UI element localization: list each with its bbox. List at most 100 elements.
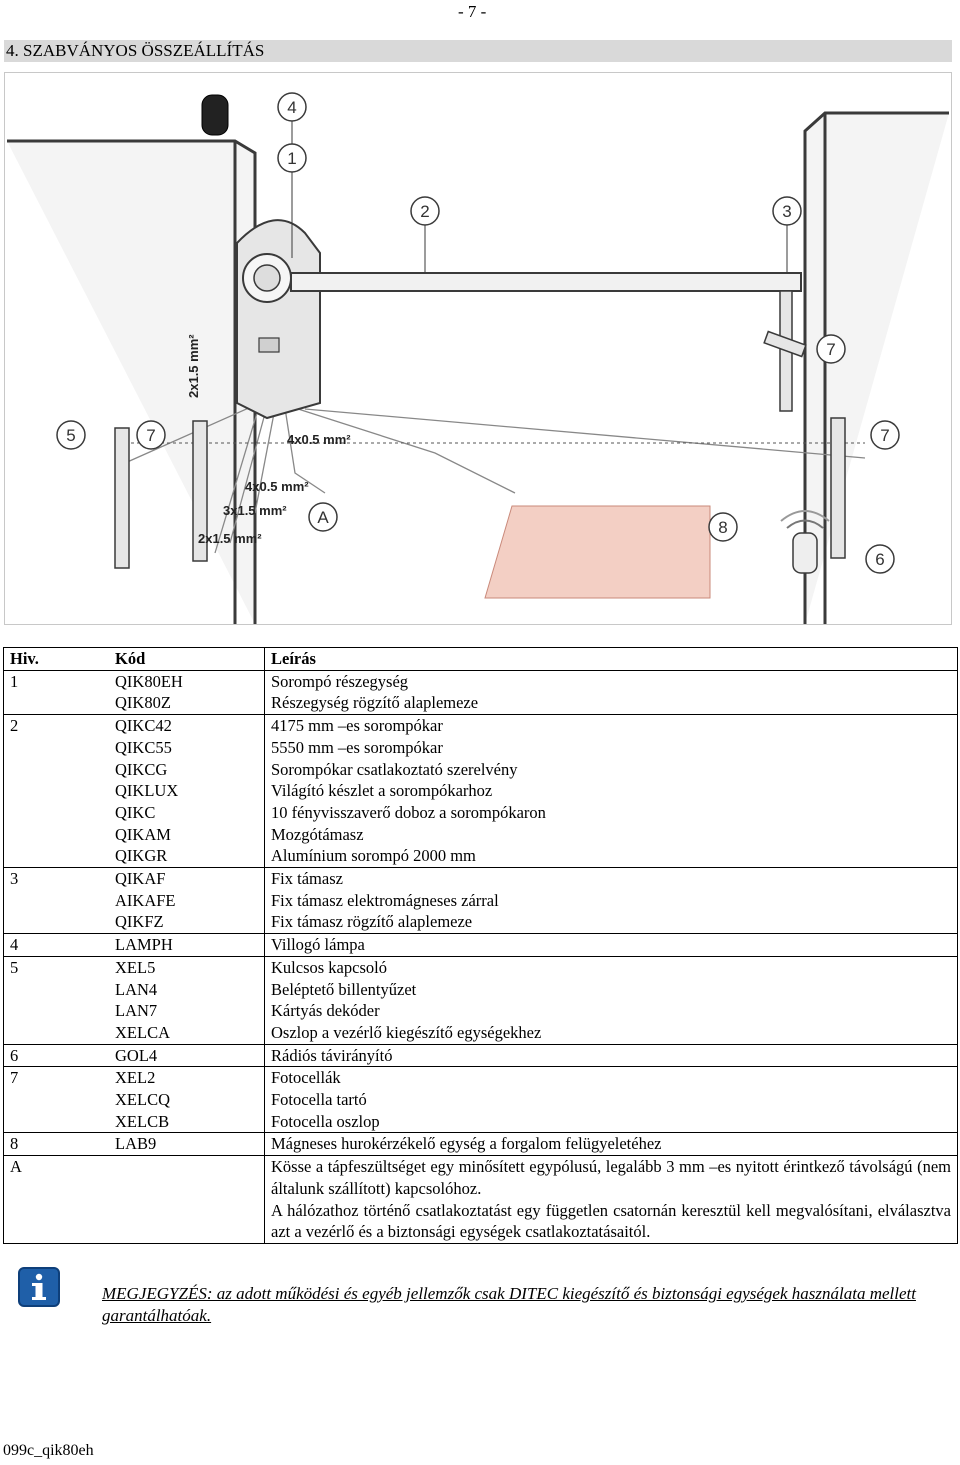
section-title: 4. SZABVÁNYOS ÖSSZEÁLLÍTÁS: [4, 40, 952, 62]
ref-cell: [4, 759, 92, 781]
table-row: XELCB Fotocella oszlop: [4, 1110, 958, 1133]
callout-7-far-right: 7: [880, 426, 889, 445]
description-cell: 10 fényvisszaverő doboz a sorompókaron: [271, 802, 546, 822]
description-cell: Kártyás dekóder: [271, 1001, 380, 1021]
description-cell: Kulcsos kapcsoló: [264, 955, 958, 979]
ref-cell: [4, 737, 92, 759]
code-cell: LAN4: [91, 978, 265, 1001]
table-row: LAN7 Kártyás dekóder: [4, 1000, 958, 1022]
ref-cell: 3: [3, 867, 91, 890]
ref-cell: 1: [3, 669, 91, 693]
code-cell: QIKAF: [91, 867, 265, 890]
ref-cell: [4, 692, 92, 714]
callout-A: A: [317, 508, 329, 527]
callout-8: 8: [718, 518, 727, 537]
description-cell: Sorompó részegység: [264, 669, 958, 693]
code-cell: GOL4: [91, 1043, 265, 1067]
callout-6: 6: [875, 550, 884, 569]
ref-cell: [4, 1089, 92, 1111]
description-cell: 4175 mm –es sorompókar: [264, 714, 958, 737]
header-desc: Leírás: [264, 647, 958, 671]
code-cell: XELCA: [91, 1021, 265, 1045]
table-row: A hálózathoz történő csatlakoztatást egy…: [4, 1199, 958, 1244]
table-row: XELCA Oszlop a vezérlő kiegészítő egysége…: [4, 1021, 958, 1045]
table-row: QIK80Z Részegység rögzítő alaplemeze: [4, 692, 958, 715]
code-cell: AIKAFE: [91, 889, 265, 912]
code-cell: XEL5: [91, 955, 265, 979]
page-number: - 7 -: [458, 2, 487, 21]
code-cell: QIKC55: [91, 736, 265, 759]
code-cell: QIKAM: [91, 823, 265, 846]
code-cell: LAB9: [91, 1132, 265, 1156]
ref-cell: [4, 845, 92, 867]
description-cell: Rádiós távirányító: [264, 1043, 958, 1067]
header-ref: Hiv.: [3, 647, 91, 671]
code-cell: XELCQ: [91, 1089, 265, 1111]
ref-cell: [4, 802, 92, 824]
description-cell: Villogó lámpa: [264, 933, 958, 957]
ref-cell: [4, 824, 92, 846]
code-cell: QIKFZ: [91, 911, 265, 934]
note-text: MEGJEGYZÉS: az adott működési és egyéb j…: [102, 1284, 916, 1325]
callout-3: 3: [782, 202, 791, 221]
description-cell: Fix támasz elektromágneses zárral: [271, 890, 499, 910]
description-cell: Alumínium sorompó 2000 mm: [271, 846, 476, 866]
ref-cell: [4, 979, 92, 1001]
table-row: QIKC55 5550 mm –es sorompókar: [4, 736, 958, 759]
code-cell: XEL2: [91, 1066, 265, 1090]
description-cell: A hálózathoz történő csatlakoztatást egy…: [271, 1200, 951, 1242]
ref-cell: [4, 1200, 92, 1244]
code-cell: XELCB: [91, 1110, 265, 1133]
ref-cell: 2: [3, 714, 91, 737]
description-cell: Fotocella tartó: [271, 1090, 367, 1110]
table-row: QIKFZ Fix támasz rögzítő alaplemeze: [4, 911, 958, 934]
description-cell: Fix támasz: [264, 867, 958, 890]
code-cell: QIK80Z: [91, 692, 265, 715]
code-cell: QIKC42: [91, 714, 265, 737]
description-cell: Fotocella oszlop: [271, 1111, 380, 1131]
callout-4: 4: [287, 98, 296, 117]
table-row: LAN4 Beléptető billentyűzet: [4, 978, 958, 1001]
cable-label: 2x1.5 mm²: [186, 334, 201, 398]
ref-cell: [4, 890, 92, 912]
description-cell: Fotocellák: [264, 1066, 958, 1090]
ref-cell: A: [3, 1155, 91, 1200]
table-row: QIKAM Mozgótámasz: [4, 823, 958, 846]
header-code: Kód: [91, 647, 265, 671]
ref-cell: 6: [3, 1043, 91, 1067]
cable-label: 2x1.5 mm²: [198, 531, 262, 546]
description-cell: Mozgótámasz: [271, 824, 364, 844]
ref-cell: [4, 911, 92, 933]
code-cell: QIK80EH: [91, 669, 265, 693]
description-cell: Fix támasz rögzítő alaplemeze: [271, 912, 473, 932]
table-row: AIKAFE Fix támasz elektromágneses zárral: [4, 889, 958, 912]
description-cell: Beléptető billentyűzet: [271, 979, 417, 999]
code-cell: LAN7: [91, 1000, 265, 1022]
ref-cell: 4: [3, 933, 91, 957]
code-cell: QIKCG: [91, 758, 265, 781]
code-cell: QIKC: [91, 801, 265, 824]
info-icon: [18, 1267, 60, 1307]
code-cell: [91, 1155, 265, 1200]
description-cell: Oszlop a vezérlő kiegészítő egységekhez: [271, 1022, 542, 1042]
cable-label: 4x0.5 mm²: [287, 432, 351, 447]
callout-5: 5: [66, 426, 75, 445]
table-row: QIKCG Sorompókar csatlakoztató szerelvény: [4, 758, 958, 781]
ref-cell: [4, 780, 92, 802]
description-cell: Világító készlet a sorompókarhoz: [271, 781, 493, 801]
description-cell: Részegység rögzítő alaplemeze: [271, 693, 479, 713]
description-cell: Kösse a tápfeszültséget egy minősített e…: [264, 1155, 958, 1200]
description-cell: Sorompókar csatlakoztató szerelvény: [271, 759, 518, 779]
installation-diagram-svg: 4 1 2 3 7 5 7 7 A 8 6 2x1.5 mm² 4x0.5 mm…: [7, 92, 949, 624]
description-cell: Mágneses hurokérzékelő egység a forgalom…: [264, 1132, 958, 1156]
description-cell: 5550 mm –es sorompókar: [271, 737, 443, 757]
